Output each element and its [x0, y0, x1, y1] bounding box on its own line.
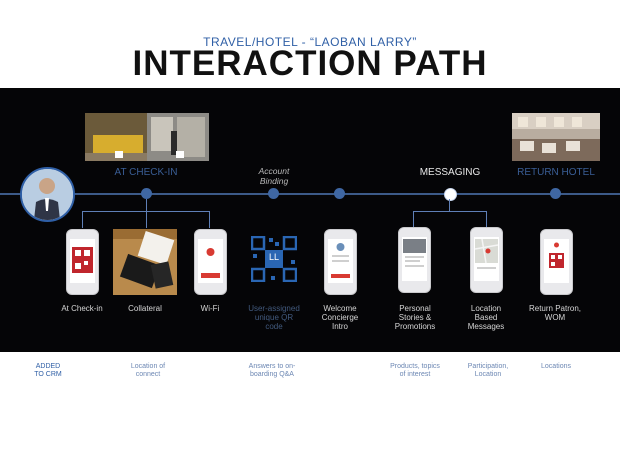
stage-return-hotel: RETURN HOTEL	[517, 167, 595, 178]
item-label-return: Return Patron, WOM	[528, 304, 582, 322]
stage-messaging: MESSAGING	[419, 167, 481, 178]
timeline-dot-return[interactable]	[550, 188, 561, 199]
connector-messaging-right	[486, 211, 487, 228]
checkin-photo	[85, 113, 209, 161]
timeline-line	[0, 193, 620, 195]
stage-account-binding: Account Binding	[258, 166, 290, 186]
item-label-collateral: Collateral	[128, 304, 162, 313]
connector-checkin-horiz	[82, 211, 209, 212]
connector-messaging-left	[413, 211, 414, 228]
item-label-qr: User-assigned unique QR code	[248, 304, 300, 331]
avatar	[20, 167, 75, 222]
note-products: Products, topics of interest	[390, 363, 440, 378]
item-label-checkin: At Check-in	[61, 304, 103, 313]
phone-stories	[398, 227, 431, 293]
phone-checkin	[66, 229, 99, 295]
item-label-wifi: Wi-Fi	[200, 304, 220, 313]
timeline-dot-binding[interactable]	[268, 188, 279, 199]
connector-messaging-horiz	[413, 211, 486, 212]
phone-wifi	[194, 229, 227, 295]
timeline-dot-checkin[interactable]	[141, 188, 152, 199]
collateral-photo	[113, 229, 177, 295]
item-label-stories: Personal Stories & Promotions	[394, 304, 436, 331]
timeline-dot-messaging[interactable]	[444, 188, 457, 201]
item-label-welcome: Welcome Concierge Intro	[321, 304, 359, 331]
qr-badge-text: LL	[268, 252, 279, 262]
page-subtitle: TRAVEL/HOTEL - “LAOBAN LARRY”	[203, 35, 417, 49]
note-onboarding: Answers to on- boarding Q&A	[248, 363, 296, 378]
item-label-location: Location Based Messages	[467, 304, 505, 331]
timeline-dot-welcome[interactable]	[334, 188, 345, 199]
page-title: INTERACTION PATH	[132, 44, 488, 83]
note-location-of-connect: Location of connect	[130, 363, 166, 378]
phone-welcome	[324, 229, 357, 295]
note-added-to-crm: ADDED TO CRM	[34, 363, 62, 378]
connector-checkin-mid	[146, 211, 147, 228]
qr-code-icon: LL	[250, 235, 298, 283]
stage-checkin: AT CHECK-IN	[114, 167, 178, 178]
connector-checkin-left	[82, 211, 83, 228]
note-locations: Locations	[541, 363, 571, 370]
phone-return	[540, 229, 573, 295]
connector-checkin-vert	[146, 199, 147, 211]
connector-messaging-vert	[449, 199, 450, 211]
return-hotel-photo	[512, 113, 600, 161]
connector-checkin-right	[209, 211, 210, 228]
note-participation: Participation, Location	[467, 363, 509, 378]
phone-location	[470, 227, 503, 293]
